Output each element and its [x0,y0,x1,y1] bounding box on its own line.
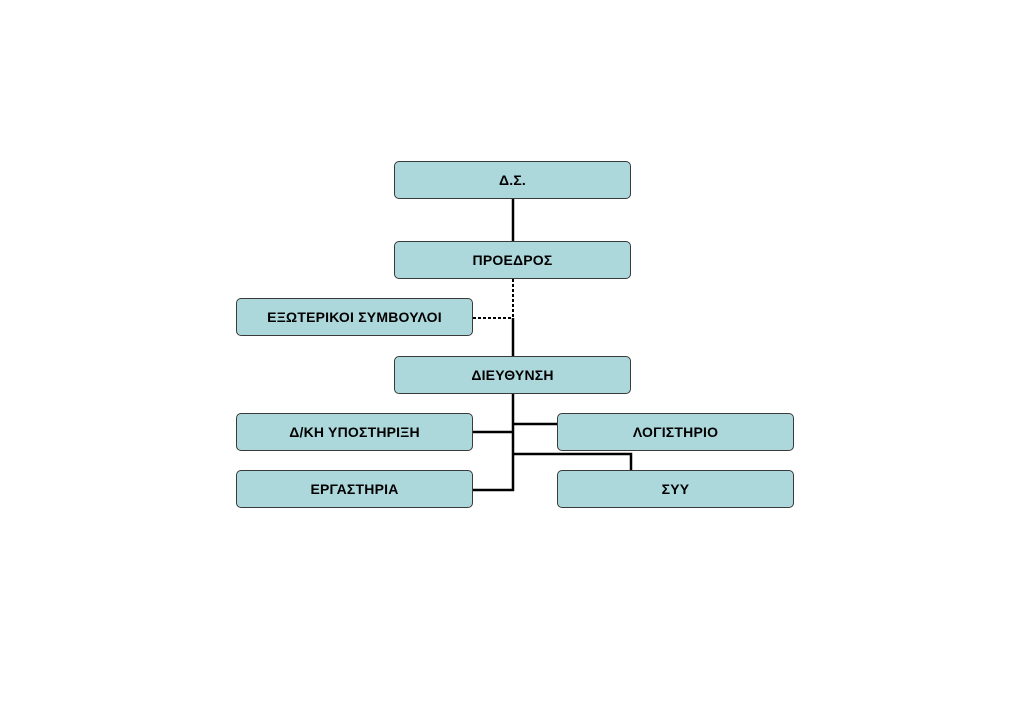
node-admin-support: Δ/ΚΗ ΥΠΟΣΤΗΡΙΞΗ [236,413,473,451]
node-ds-label: Δ.Σ. [498,172,527,188]
node-ds: Δ.Σ. [394,161,631,199]
node-labs: ΕΡΓΑΣΤΗΡΙΑ [236,470,473,508]
node-labs-label: ΕΡΓΑΣΤΗΡΙΑ [310,481,399,497]
node-admin-support-label: Δ/ΚΗ ΥΠΟΣΤΗΡΙΞΗ [289,424,420,440]
node-management: ΔΙΕΥΘΥΝΣΗ [394,356,631,394]
node-president-label: ΠΡΟΕΔΡΟΣ [472,252,553,268]
node-president: ΠΡΟΕΔΡΟΣ [394,241,631,279]
edge-management-syy [513,452,633,470]
node-syy-label: ΣΥΥ [661,481,690,497]
node-syy: ΣΥΥ [557,470,794,508]
node-accounting: ΛΟΓΙΣΤΗΡΙΟ [557,413,794,451]
node-external-advisors: ΕΞΩΤΕΡΙΚΟΙ ΣΥΜΒΟΥΛΟΙ [236,298,473,336]
node-accounting-label: ΛΟΓΙΣΤΗΡΙΟ [632,424,719,440]
node-management-label: ΔΙΕΥΘΥΝΣΗ [471,367,554,383]
node-external-advisors-label: ΕΞΩΤΕΡΙΚΟΙ ΣΥΜΒΟΥΛΟΙ [267,309,442,325]
